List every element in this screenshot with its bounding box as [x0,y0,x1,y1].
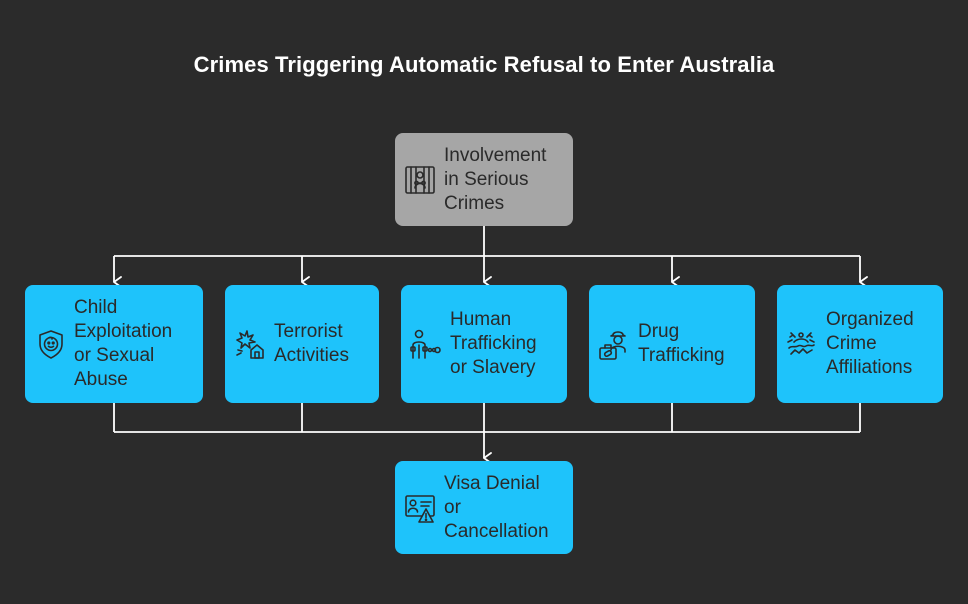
crime-label: Organized Crime Affiliations [826,309,914,378]
crime-label: Human Trafficking or Slavery [450,309,537,378]
crime-node-drug-trafficking: Drug Trafficking [589,285,755,403]
prisoner-icon [404,164,436,196]
crime-node-organized-crime: Organized Crime Affiliations [777,285,943,403]
chained-person-icon [409,328,441,360]
outcome-node: Visa Denial or Cancellation [395,461,573,554]
crime-label: Drug Trafficking [638,321,725,366]
crime-label: Terrorist Activities [274,321,349,366]
id-card-warning-icon [404,492,436,524]
diagram-title: Crimes Triggering Automatic Refusal to E… [193,52,775,77]
crime-label: Child Exploitation or Sexual Abuse [74,297,173,390]
drug-courier-icon [598,328,630,360]
crime-node-child-exploitation: Child Exploitation or Sexual Abuse [25,285,203,403]
crime-node-human-trafficking: Human Trafficking or Slavery [401,285,567,403]
root-node: Involvement in Serious Crimes [395,133,573,226]
root-label: Involvement in Serious Crimes [444,144,547,214]
network-crime-icon [785,328,817,360]
crime-node-terrorist-activities: Terrorist Activities [225,285,379,403]
child-face-shield-icon [35,328,67,360]
outcome-label: Visa Denial or Cancellation [444,472,549,542]
bomb-explosion-icon [234,328,266,360]
